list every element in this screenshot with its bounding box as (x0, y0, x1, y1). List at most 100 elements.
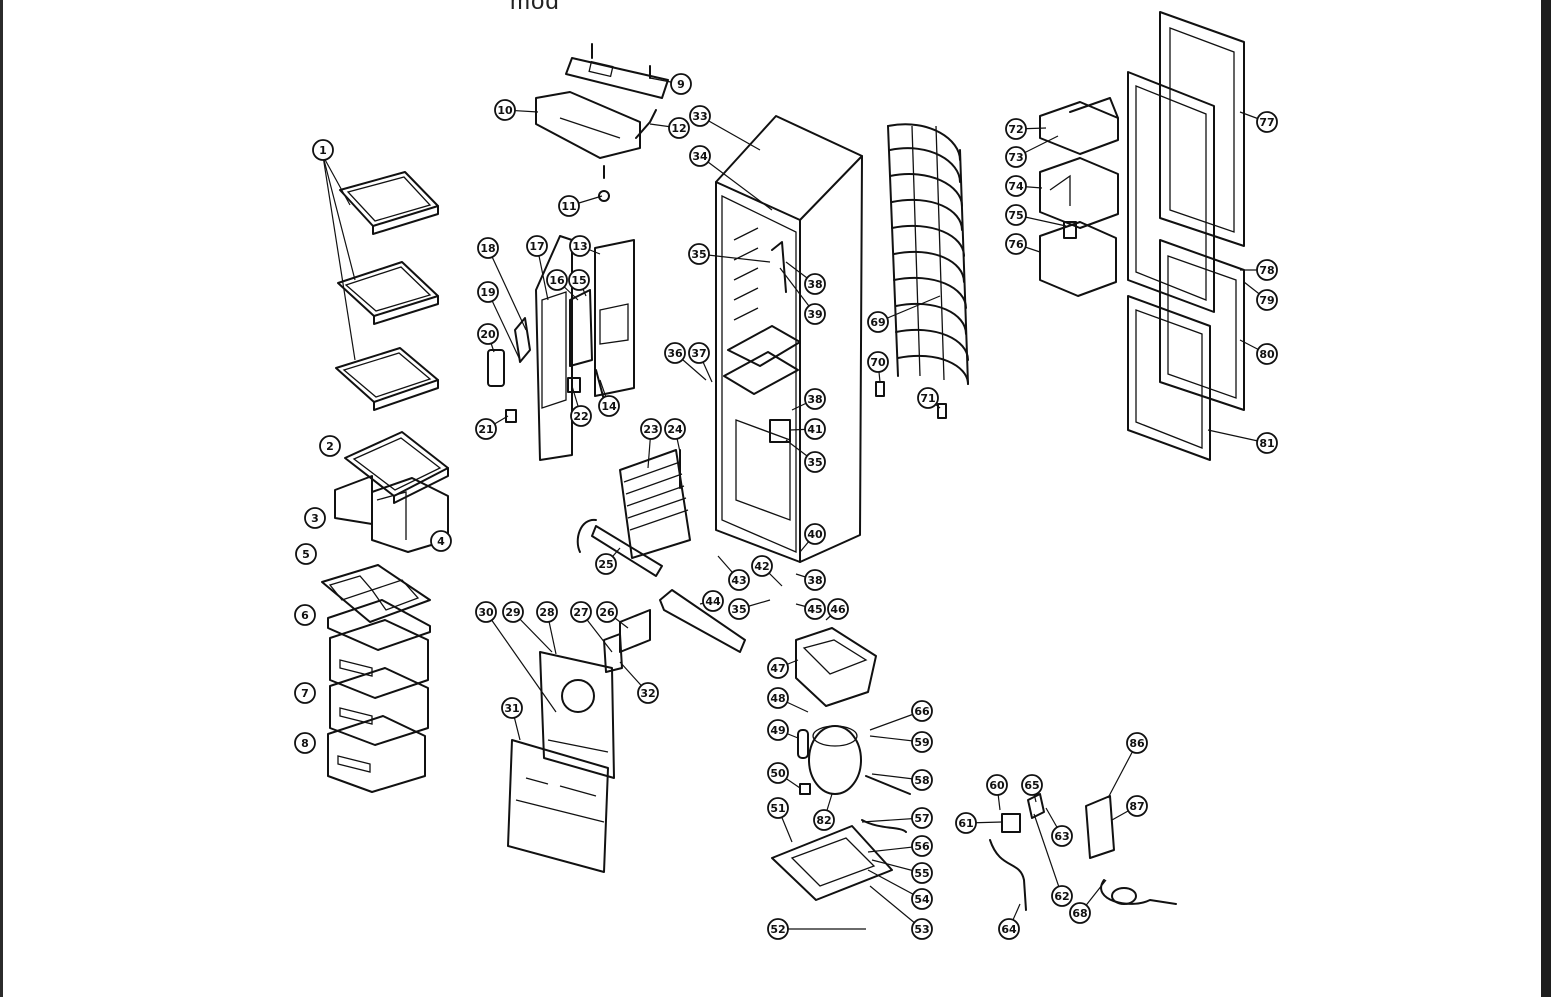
callout-label: 36 (667, 347, 683, 360)
callout-30: 30 (475, 601, 497, 623)
refrigerator-cabinet (715, 115, 863, 563)
callout-circle (430, 530, 452, 552)
callout-label: 38 (807, 574, 822, 587)
callout-circle (477, 237, 499, 259)
callout-18: 18 (477, 237, 499, 259)
callout-42: 42 (751, 555, 773, 577)
callout-37: 37 (688, 342, 710, 364)
callout-circle (1051, 825, 1073, 847)
callout-label: 19 (480, 286, 495, 299)
callout-33: 33 (689, 105, 711, 127)
callout-label: 56 (914, 840, 930, 853)
callout-label: 3 (311, 512, 319, 525)
callout-circle (596, 601, 618, 623)
callout-66: 66 (911, 700, 933, 722)
callout-circle (295, 543, 317, 565)
callout-circle (767, 762, 789, 784)
callout-69: 69 (867, 311, 889, 333)
callout-label: 38 (807, 278, 822, 291)
callout-65: 65 (1021, 774, 1043, 796)
callout-circle (294, 732, 316, 754)
callout-2: 2 (319, 435, 341, 457)
callout-label: 38 (807, 393, 822, 406)
callout-circle (689, 105, 711, 127)
callout-label: 62 (1054, 890, 1069, 903)
callout-label: 77 (1259, 116, 1274, 129)
leader-line (1033, 813, 1063, 897)
callout-label: 75 (1008, 209, 1023, 222)
callout-61: 61 (955, 812, 977, 834)
window-frame-left (0, 0, 3, 997)
callout-8: 8 (294, 732, 316, 754)
callout-circle (911, 700, 933, 722)
callout-circle (688, 342, 710, 364)
callout-77: 77 (1256, 111, 1278, 133)
callout-12: 12 (668, 117, 690, 139)
callout-82: 82 (813, 809, 835, 831)
callout-circle (804, 598, 826, 620)
callout-16: 16 (546, 269, 568, 291)
callout-38: 38 (804, 388, 826, 410)
callout-circle (689, 145, 711, 167)
callout-60: 60 (986, 774, 1008, 796)
callout-label: 24 (667, 423, 683, 436)
callout-label: 35 (691, 248, 706, 261)
callout-28: 28 (536, 601, 558, 623)
callout-circle (804, 273, 826, 295)
callout-39: 39 (804, 303, 826, 325)
callout-86: 86 (1126, 732, 1148, 754)
callout-label: 29 (505, 606, 520, 619)
condenser-coil (875, 123, 969, 419)
callout-59: 59 (911, 731, 933, 753)
callout-74: 74 (1005, 175, 1027, 197)
callout-circle (767, 657, 789, 679)
callout-label: 66 (914, 705, 930, 718)
callout-label: 54 (914, 893, 930, 906)
callout-27: 27 (570, 601, 592, 623)
leader-line (485, 611, 557, 713)
callout-29: 29 (502, 601, 524, 623)
callout-25: 25 (595, 553, 617, 575)
callout-54: 54 (911, 888, 933, 910)
fan-and-rear-panels (507, 609, 651, 873)
callout-circle (911, 862, 933, 884)
callout-label: 4 (437, 535, 445, 548)
callout-label: 72 (1008, 123, 1023, 136)
callout-6: 6 (294, 604, 316, 626)
callout-label: 57 (914, 812, 929, 825)
callout-circle (804, 523, 826, 545)
callout-label: 10 (497, 104, 513, 117)
callout-63: 63 (1051, 825, 1073, 847)
callout-label: 79 (1259, 294, 1274, 307)
callout-circle (804, 418, 826, 440)
callout-38: 38 (804, 569, 826, 591)
callout-label: 73 (1008, 151, 1023, 164)
callout-1: 1 (312, 139, 334, 161)
callout-label: 21 (478, 423, 493, 436)
callout-circle (986, 774, 1008, 796)
callout-31: 31 (501, 697, 523, 719)
callout-circle (595, 553, 617, 575)
callout-circle (917, 387, 939, 409)
callout-circle (911, 835, 933, 857)
callout-52: 52 (767, 918, 789, 940)
callout-circle (477, 281, 499, 303)
callout-35: 35 (688, 243, 710, 265)
callout-label: 31 (504, 702, 519, 715)
callout-label: 46 (830, 603, 846, 616)
callout-label: 9 (677, 78, 685, 91)
callout-circle (312, 139, 334, 161)
callout-circle (911, 918, 933, 940)
callout-17: 17 (526, 235, 548, 257)
callout-label: 69 (870, 316, 885, 329)
callout-label: 35 (807, 456, 822, 469)
leader-line (487, 247, 527, 331)
callout-44: 44 (702, 590, 724, 612)
callout-circle (813, 809, 835, 831)
callout-circle (558, 195, 580, 217)
callout-24: 24 (664, 418, 686, 440)
callout-label: 82 (816, 814, 831, 827)
callout-label: 6 (301, 609, 309, 622)
callout-circle (1005, 118, 1027, 140)
callout-label: 45 (807, 603, 822, 616)
